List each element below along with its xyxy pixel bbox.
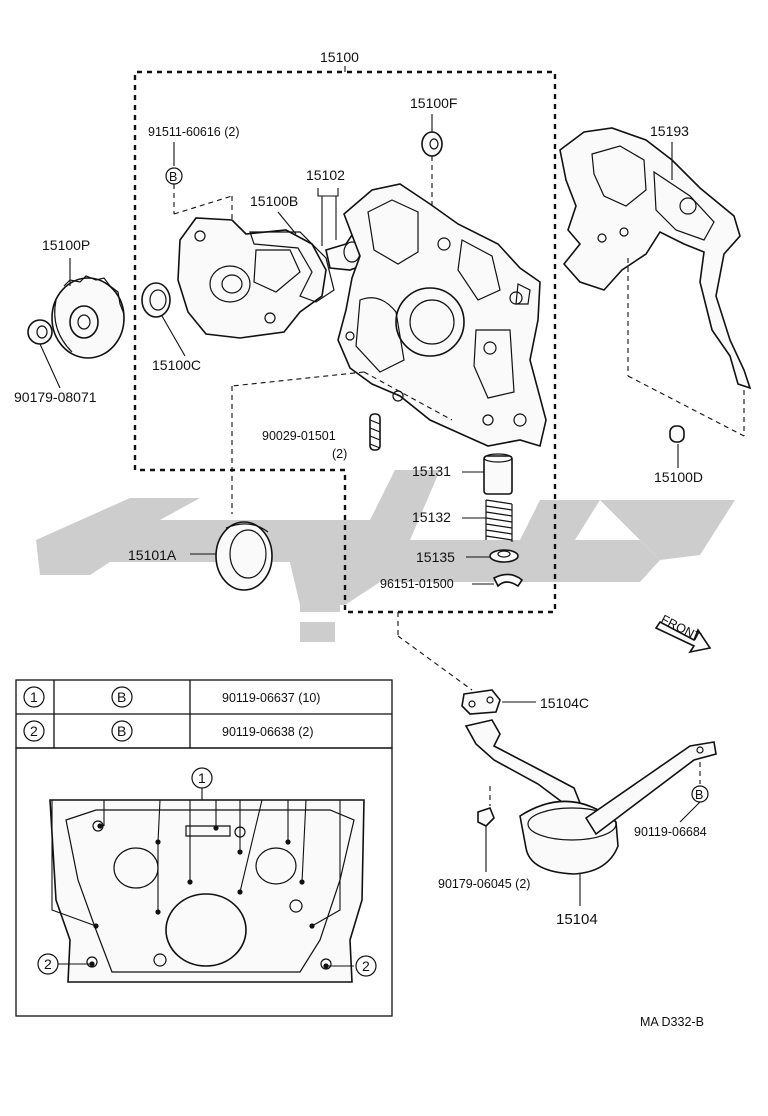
detail-callout-2-right: 2 [362, 958, 370, 974]
pulley-nut [27, 319, 53, 345]
strainer-nut [477, 807, 495, 827]
table-row-1-num: 1 [30, 689, 38, 705]
pin-qty-label: (2) [332, 447, 347, 461]
assembly-boundary [133, 66, 557, 614]
snap-ring [492, 573, 524, 588]
bolt-spec-label: 91511-60616 (2) [148, 125, 240, 139]
valve-retainer [489, 549, 519, 563]
bolt-table: 1 B 90119-06637 (10) 2 B 90119-06638 (2) [15, 679, 393, 749]
rotor-label: 15102 [306, 167, 345, 183]
o-ring-label: 15100B [250, 193, 298, 209]
crankshaft-oil-seal [215, 521, 273, 591]
bolt-location-detail [15, 747, 393, 1017]
strainer-gasket [461, 689, 501, 715]
oil-pump-body [337, 183, 547, 448]
dowel-pin [669, 425, 685, 443]
front-direction-arrow [654, 620, 712, 654]
oil-strainer [464, 719, 717, 875]
pulley-label: 15100P [42, 237, 90, 253]
table-row-1-part: 90119-06637 (10) [222, 691, 320, 705]
pump-housing [177, 217, 327, 339]
front-seal-label: 15100F [410, 95, 457, 111]
nut-label: 90179-08071 [14, 389, 97, 405]
gasket-label: 15193 [650, 123, 689, 139]
drive-pulley [51, 275, 125, 359]
relief-spring [485, 499, 513, 542]
front-seal [421, 131, 443, 157]
pin-label: 90029-01501 [262, 429, 336, 443]
strainer-bolt-mark: B [695, 788, 703, 802]
table-row-1-mark: B [117, 689, 126, 705]
detail-callout-2-left: 2 [44, 956, 52, 972]
dowel-label: 15100D [654, 469, 703, 485]
strainer-label: 15104 [556, 911, 598, 928]
diagram-code: MA D332-B [640, 1015, 704, 1029]
timing-gasket [559, 127, 752, 390]
detail-callout-1: 1 [198, 770, 206, 786]
table-row-2-mark: B [117, 723, 126, 739]
assembly-number-label: 15100 [320, 49, 359, 65]
oil-seal-label: 15100C [152, 357, 201, 373]
relief-valve [483, 453, 513, 495]
crank-seal-label: 15101A [128, 547, 177, 563]
retainer-label: 15135 [416, 549, 455, 565]
strainer-nut-label: 90179-06045 (2) [438, 877, 530, 891]
snap-ring-label: 96151-01500 [380, 577, 454, 591]
relief-valve-label: 15131 [412, 463, 451, 479]
strainer-gasket-label: 15104C [540, 695, 589, 711]
table-row-2-num: 2 [30, 723, 38, 739]
pump-o-ring [249, 231, 335, 303]
spring-label: 15132 [412, 509, 451, 525]
strainer-bolt-label: 90119-06684 [634, 825, 707, 839]
knock-pin [369, 413, 381, 451]
pump-oil-seal [141, 282, 171, 318]
bolt-mark-b: B [169, 170, 177, 184]
table-row-2-part: 90119-06638 (2) [222, 725, 314, 739]
